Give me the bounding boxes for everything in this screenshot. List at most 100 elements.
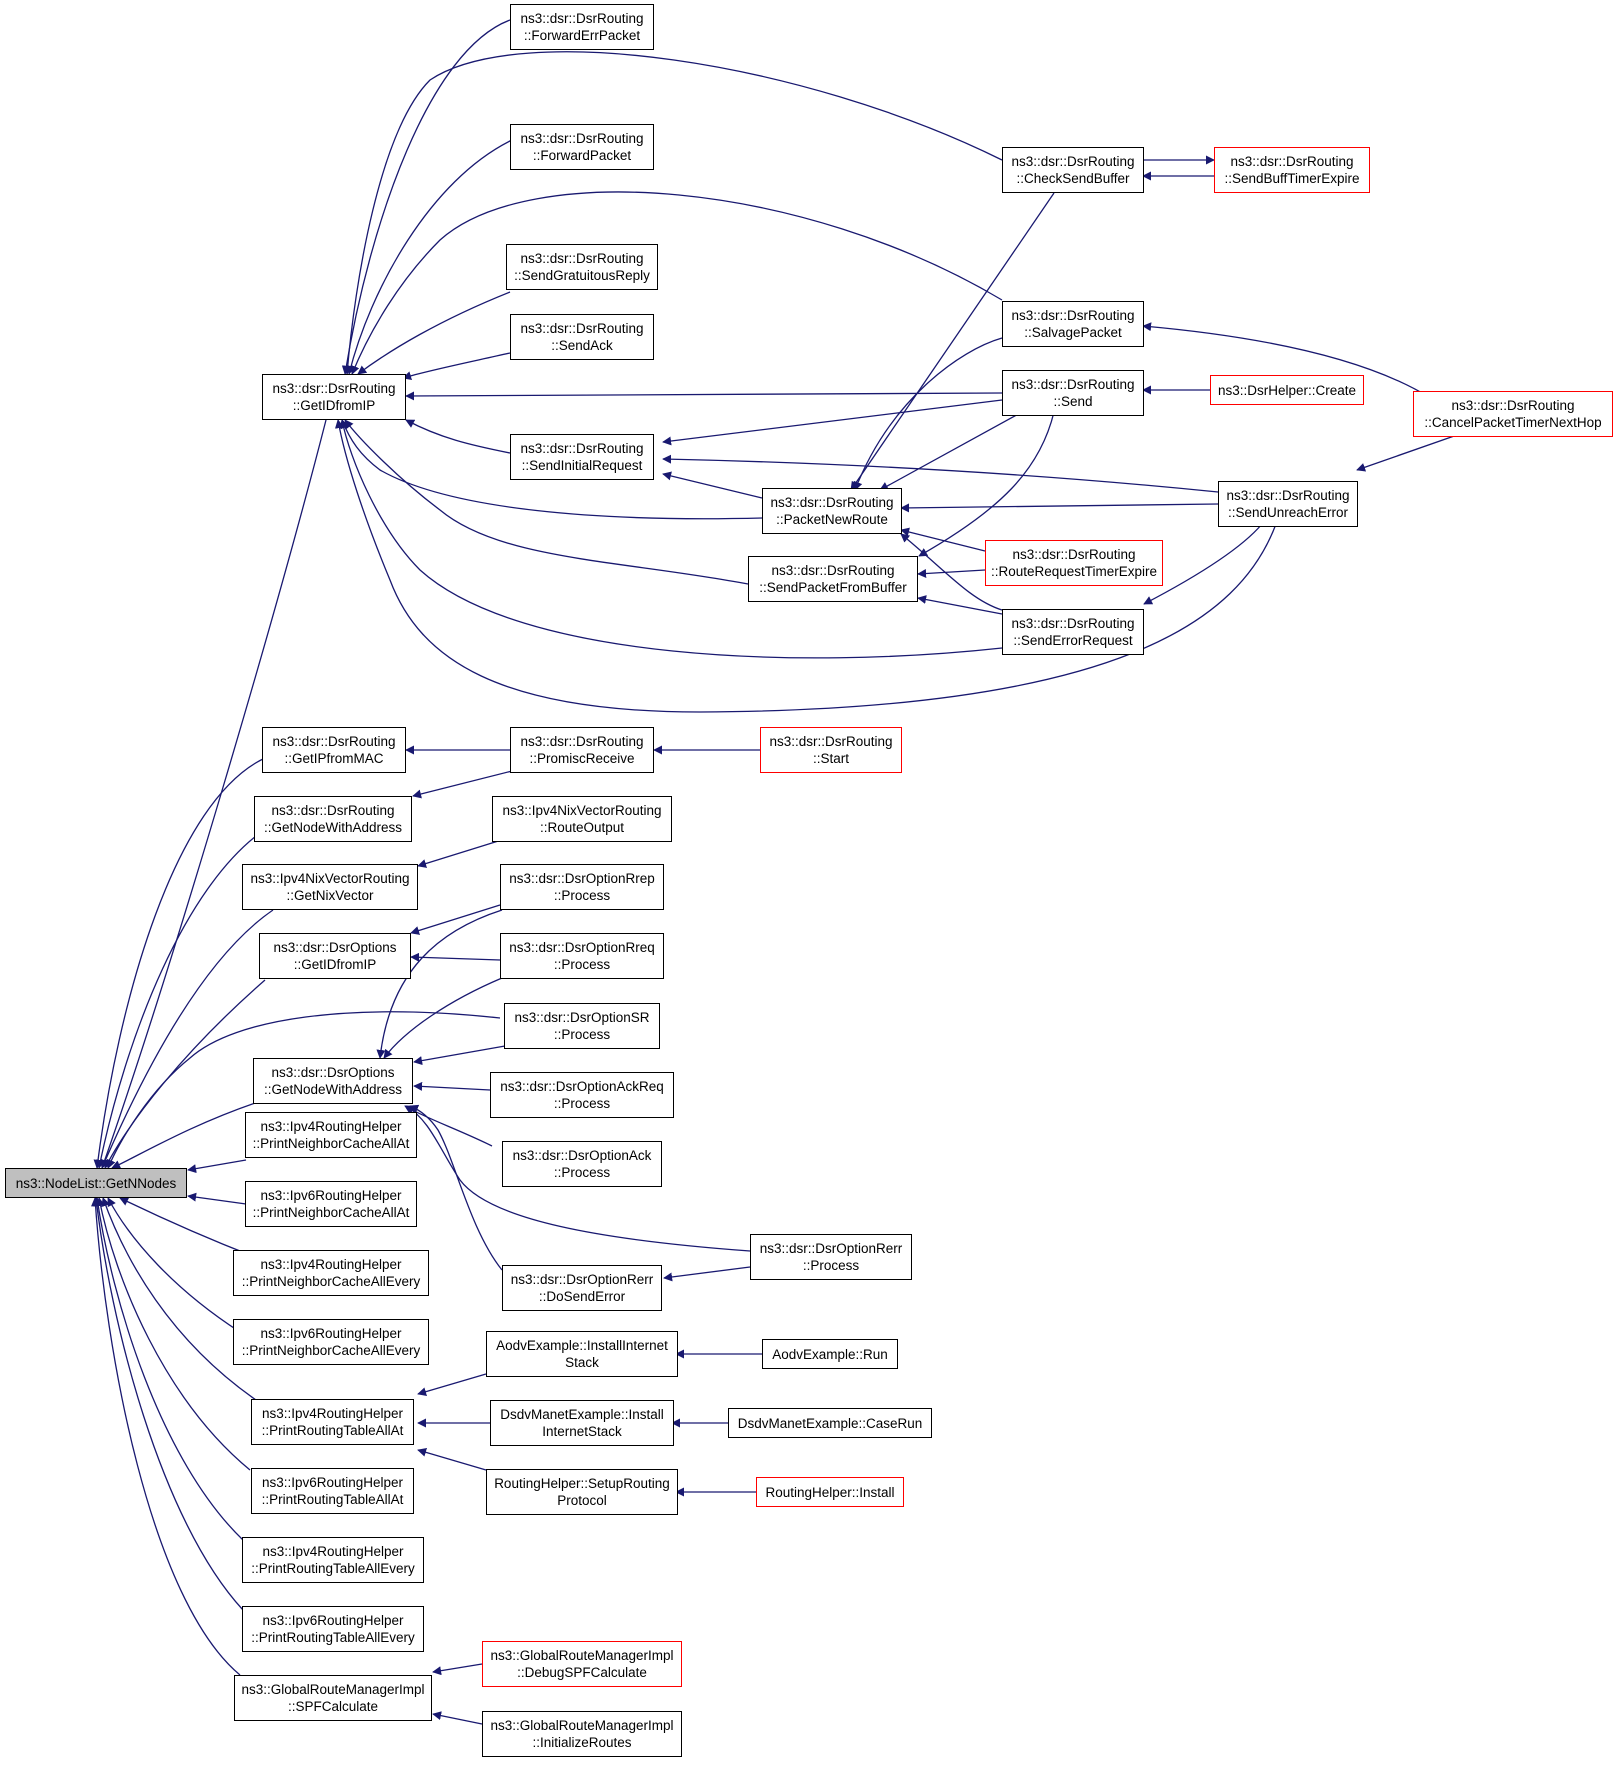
node-forwardpacket[interactable]: ns3::dsr::DsrRouting ::ForwardPacket: [510, 124, 654, 170]
node-optionrerr-dosenderror-label: ns3::dsr::DsrOptionRerr ::DoSendError: [510, 1272, 654, 1304]
edge-sendpacketfrombuffer-to-send: [918, 411, 1055, 557]
node-forwardpacket-label: ns3::dsr::DsrRouting ::ForwardPacket: [520, 131, 644, 163]
node-setuproutingprotocol[interactable]: RoutingHelper::SetupRouting Protocol: [486, 1469, 678, 1515]
edge-packetnewroute-to-checksendbuffer: [850, 192, 1055, 491]
edge-ipv4-printroutingtableallat-to-root: [101, 1197, 257, 1401]
node-checksendbuffer[interactable]: ns3::dsr::DsrRouting ::CheckSendBuffer: [1002, 147, 1144, 193]
node-installinternetstack-dsdv[interactable]: DsdvManetExample::Install InternetStack: [490, 1400, 674, 1446]
node-getipfrommac[interactable]: ns3::dsr::DsrRouting ::GetIPfromMAC: [262, 727, 406, 773]
node-optionrrep-process-label: ns3::dsr::DsrOptionRrep ::Process: [509, 871, 655, 903]
node-promiscreceive[interactable]: ns3::dsr::DsrRouting ::PromiscReceive: [510, 727, 654, 773]
node-forwarderrpacket[interactable]: ns3::dsr::DsrRouting ::ForwardErrPacket: [510, 4, 654, 50]
node-sendpacketfrombuffer[interactable]: ns3::dsr::DsrRouting ::SendPacketFromBuf…: [748, 556, 918, 602]
node-optionsr-process-label: ns3::dsr::DsrOptionSR ::Process: [514, 1010, 650, 1042]
node-sendbufftimerexpire[interactable]: ns3::dsr::DsrRouting ::SendBuffTimerExpi…: [1214, 147, 1370, 193]
node-optionrreq-process-label: ns3::dsr::DsrOptionRreq ::Process: [509, 940, 655, 972]
node-optionrrep-process[interactable]: ns3::dsr::DsrOptionRrep ::Process: [500, 864, 664, 910]
node-ipv6-printneighborcacheallat-label: ns3::Ipv6RoutingHelper ::PrintNeighborCa…: [252, 1188, 410, 1220]
node-ipv4-printroutingtableallevery[interactable]: ns3::Ipv4RoutingHelper ::PrintRoutingTab…: [242, 1537, 424, 1583]
edge-initializeroutes-to-spfcalculate: [432, 1711, 483, 1725]
node-dsrhelper-create[interactable]: ns3::DsrHelper::Create: [1210, 375, 1364, 405]
node-options-getidfromip[interactable]: ns3::dsr::DsrOptions ::GetIDfromIP: [259, 933, 411, 979]
node-ipv6-printroutingtableallat[interactable]: ns3::Ipv6RoutingHelper ::PrintRoutingTab…: [251, 1468, 414, 1514]
edge-forwardpacket-to-getidfromip: [346, 139, 513, 375]
node-optionrerr-process[interactable]: ns3::dsr::DsrOptionRerr ::Process: [750, 1234, 912, 1280]
node-getidfromip[interactable]: ns3::dsr::DsrRouting ::GetIDfromIP: [262, 374, 406, 420]
node-senderrorrequest-label: ns3::dsr::DsrRouting ::SendErrorRequest: [1011, 616, 1135, 648]
edge-ipv4-printroutingtableallevery-to-root: [93, 1197, 244, 1541]
node-ipv6-printroutingtableallevery[interactable]: ns3::Ipv6RoutingHelper ::PrintRoutingTab…: [242, 1606, 424, 1652]
node-sendgratuitousreply[interactable]: ns3::dsr::DsrRouting ::SendGratuitousRep…: [506, 244, 658, 290]
node-routerequesttimerexpire-label: ns3::dsr::DsrRouting ::RouteRequestTimer…: [990, 547, 1158, 579]
edge-optionrerr-process-to-optionrerr-dosenderror: [663, 1266, 751, 1282]
edge-optionrreq-process-to-options-getidfromip: [410, 952, 501, 962]
node-optionrreq-process[interactable]: ns3::dsr::DsrOptionRreq ::Process: [500, 933, 664, 979]
node-dsdv-caserun[interactable]: DsdvManetExample::CaseRun: [728, 1408, 932, 1438]
node-packetnewroute[interactable]: ns3::dsr::DsrRouting ::PacketNewRoute: [762, 488, 902, 534]
node-ipv6-printneighborcacheallat[interactable]: ns3::Ipv6RoutingHelper ::PrintNeighborCa…: [245, 1181, 417, 1227]
node-optionackreq-process[interactable]: ns3::dsr::DsrOptionAckReq ::Process: [490, 1072, 674, 1118]
edge-promiscreceive-to-getnodewithaddress-routing: [412, 769, 517, 799]
node-sendpacketfrombuffer-label: ns3::dsr::DsrRouting ::SendPacketFromBuf…: [759, 563, 907, 595]
edge-sendpacketfrombuffer-to-getidfromip: [344, 419, 749, 585]
edge-optionrrep-process-to-options-getidfromip: [410, 904, 501, 935]
node-optionrerr-dosenderror[interactable]: ns3::dsr::DsrOptionRerr ::DoSendError: [502, 1265, 662, 1311]
edge-optionrreq-process-to-options-getnodewithaddress: [383, 977, 503, 1059]
node-routinghelper-install-label: RoutingHelper::Install: [765, 1484, 895, 1500]
node-ipv4-printroutingtableallat[interactable]: ns3::Ipv4RoutingHelper ::PrintRoutingTab…: [251, 1399, 414, 1445]
node-optionack-process[interactable]: ns3::dsr::DsrOptionAck ::Process: [502, 1141, 662, 1187]
node-routeoutput[interactable]: ns3::Ipv4NixVectorRouting ::RouteOutput: [492, 796, 672, 842]
node-sendunreacherror[interactable]: ns3::dsr::DsrRouting ::SendUnreachError: [1218, 481, 1358, 527]
node-ipv4-printneighborcacheallat[interactable]: ns3::Ipv4RoutingHelper ::PrintNeighborCa…: [245, 1112, 417, 1158]
edge-optionrerr-process-to-options-getnodewithaddress: [405, 1105, 751, 1252]
node-installinternetstack-aodv-label: AodvExample::InstallInternet Stack: [496, 1338, 668, 1370]
edge-getidfromip-to-root: [100, 419, 327, 1169]
node-ipv6-printneighborcacheallevery[interactable]: ns3::Ipv6RoutingHelper ::PrintNeighborCa…: [233, 1319, 429, 1365]
node-senderrorrequest[interactable]: ns3::dsr::DsrRouting ::SendErrorRequest: [1002, 609, 1144, 655]
node-spfcalculate[interactable]: ns3::GlobalRouteManagerImpl ::SPFCalcula…: [234, 1675, 432, 1721]
node-salvagepacket[interactable]: ns3::dsr::DsrRouting ::SalvagePacket: [1002, 301, 1144, 347]
edge-optionack-process-to-options-getnodewithaddress: [404, 1105, 493, 1147]
edge-packetnewroute-to-salvagepacket: [853, 337, 1003, 491]
node-getnixvector[interactable]: ns3::Ipv4NixVectorRouting ::GetNixVector: [242, 864, 418, 910]
node-sendack[interactable]: ns3::dsr::DsrRouting ::SendAck: [510, 314, 654, 360]
edge-ipv6-printroutingtableallevery-to-root: [92, 1197, 244, 1611]
node-routerequesttimerexpire[interactable]: ns3::dsr::DsrRouting ::RouteRequestTimer…: [985, 540, 1163, 586]
edge-ipv4-printneighborcacheallat-to-root: [187, 1159, 247, 1174]
edge-debugspfcalculate-to-spfcalculate: [432, 1663, 483, 1676]
edge-getipfrommac-to-root: [93, 757, 266, 1169]
node-optionack-process-label: ns3::dsr::DsrOptionAck ::Process: [512, 1148, 652, 1180]
node-aodv-run[interactable]: AodvExample::Run: [762, 1339, 898, 1369]
edge-sendunreacherror-to-senderrorrequest: [1143, 523, 1263, 605]
node-promiscreceive-label: ns3::dsr::DsrRouting ::PromiscReceive: [520, 734, 644, 766]
edge-optionrrep-process-to-options-getnodewithaddress: [376, 909, 503, 1059]
node-start[interactable]: ns3::dsr::DsrRouting ::Start: [760, 727, 902, 773]
node-installinternetstack-aodv[interactable]: AodvExample::InstallInternet Stack: [486, 1331, 678, 1377]
node-sendinitialrequest[interactable]: ns3::dsr::DsrRouting ::SendInitialReques…: [510, 434, 654, 480]
node-sendbufftimerexpire-label: ns3::dsr::DsrRouting ::SendBuffTimerExpi…: [1224, 154, 1360, 186]
node-getnodewithaddress-routing[interactable]: ns3::dsr::DsrRouting ::GetNodeWithAddres…: [254, 796, 412, 842]
node-options-getnodewithaddress[interactable]: ns3::dsr::DsrOptions ::GetNodeWithAddres…: [253, 1058, 413, 1104]
node-ipv6-printroutingtableallevery-label: ns3::Ipv6RoutingHelper ::PrintRoutingTab…: [251, 1613, 415, 1645]
edge-packetnewroute-to-sendinitialrequest: [662, 471, 763, 499]
node-salvagepacket-label: ns3::dsr::DsrRouting ::SalvagePacket: [1011, 308, 1135, 340]
node-sendinitialrequest-label: ns3::dsr::DsrRouting ::SendInitialReques…: [520, 441, 644, 473]
edge-setuproutingprotocol-to-ipv4-printroutingtableallat: [417, 1447, 487, 1471]
node-routinghelper-install[interactable]: RoutingHelper::Install: [756, 1477, 904, 1507]
node-cancelpackettimernexthop[interactable]: ns3::dsr::DsrRouting ::CancelPacketTimer…: [1413, 391, 1613, 437]
node-debugspfcalculate[interactable]: ns3::GlobalRouteManagerImpl ::DebugSPFCa…: [482, 1641, 682, 1687]
node-sendack-label: ns3::dsr::DsrRouting ::SendAck: [520, 321, 644, 353]
node-ipv4-printneighborcacheallevery[interactable]: ns3::Ipv4RoutingHelper ::PrintNeighborCa…: [233, 1250, 429, 1296]
node-options-getnodewithaddress-label: ns3::dsr::DsrOptions ::GetNodeWithAddres…: [263, 1065, 403, 1097]
node-send[interactable]: ns3::dsr::DsrRouting ::Send: [1002, 370, 1144, 416]
node-ipv6-printneighborcacheallevery-label: ns3::Ipv6RoutingHelper ::PrintNeighborCa…: [241, 1326, 421, 1358]
node-optionrerr-process-label: ns3::dsr::DsrOptionRerr ::Process: [759, 1241, 903, 1273]
node-optionsr-process[interactable]: ns3::dsr::DsrOptionSR ::Process: [504, 1003, 660, 1049]
edge-packetnewroute-to-send: [879, 411, 1023, 491]
node-initializeroutes-label: ns3::GlobalRouteManagerImpl ::Initialize…: [490, 1718, 674, 1750]
node-send-label: ns3::dsr::DsrRouting ::Send: [1011, 377, 1135, 409]
node-aodv-run-label: AodvExample::Run: [772, 1346, 888, 1362]
node-initializeroutes[interactable]: ns3::GlobalRouteManagerImpl ::Initialize…: [482, 1711, 682, 1757]
node-setuproutingprotocol-label: RoutingHelper::SetupRouting Protocol: [494, 1476, 670, 1508]
node-optionackreq-process-label: ns3::dsr::DsrOptionAckReq ::Process: [500, 1079, 664, 1111]
